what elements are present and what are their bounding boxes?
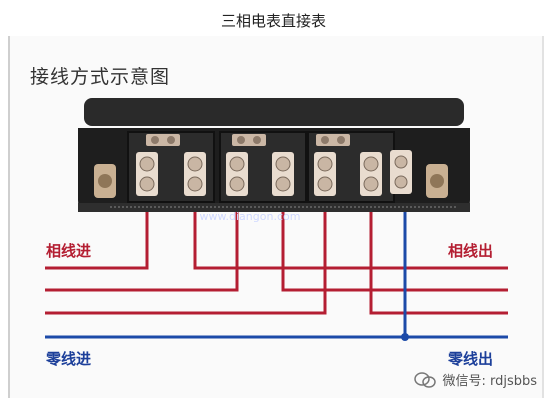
phase-c-in-wire (45, 212, 327, 315)
neutral-terminal (390, 150, 412, 194)
neutral-junction (401, 333, 409, 341)
mounting-screw-left (94, 164, 116, 198)
page-title: 三相电表直接表 (220, 12, 326, 30)
label-phase-in: 相线进 (46, 242, 92, 260)
label-neutral-in: 零线进 (46, 350, 92, 368)
wechat-account: 微信号: rdjsbbs (442, 374, 537, 389)
neutral-wires (45, 212, 508, 339)
phase-c-out-wire (369, 212, 508, 315)
phase-b-in-wire (45, 212, 239, 292)
phase-b-out-wire (281, 212, 508, 292)
meter-watermark: www.diangon.com (200, 210, 301, 223)
terminal-block-3 (307, 131, 395, 203)
wechat-watermark: 微信号: rdjsbbs (414, 370, 537, 389)
mounting-screw-right (426, 164, 448, 198)
wechat-icon (414, 371, 437, 389)
terminal-block-2 (219, 131, 307, 203)
label-phase-out: 相线出 (448, 242, 494, 260)
diagram-title: 接线方式示意图 (30, 66, 171, 88)
phase-a-in-wire (45, 212, 149, 270)
label-neutral-out: 零线出 (448, 350, 494, 368)
phase-wires (45, 212, 508, 315)
terminal-block-1 (127, 131, 215, 203)
